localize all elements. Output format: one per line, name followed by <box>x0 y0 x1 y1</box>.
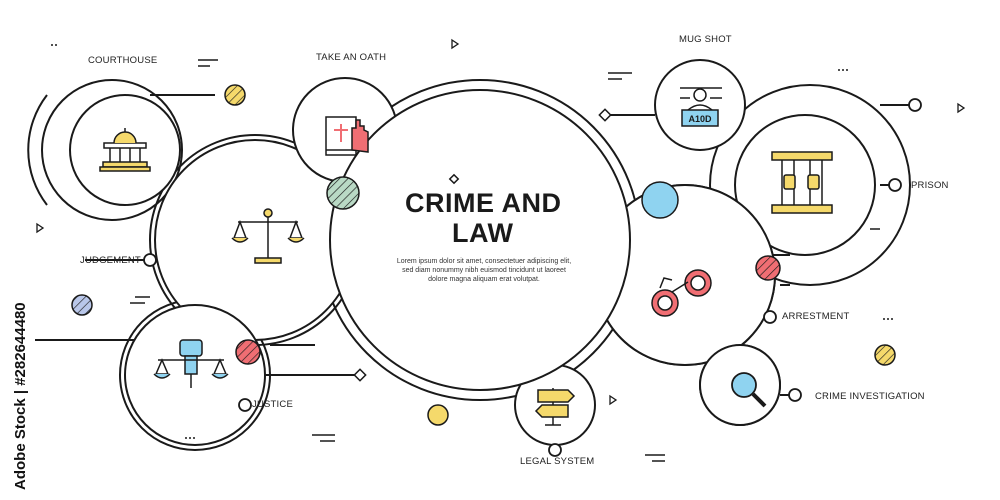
magnifier-icon <box>731 372 767 408</box>
handcuffs-icon <box>651 269 712 317</box>
mug-shot-label: MUG SHOT <box>679 34 732 45</box>
courthouse-icon <box>99 128 151 172</box>
crime-investigation-label: CRIME INVESTIGATION <box>815 391 925 402</box>
take-an-oath-label: TAKE AN OATH <box>316 52 387 63</box>
signpost-icon <box>534 388 576 426</box>
prison-bars-icon <box>771 151 833 214</box>
judgement-label: JUDGEMENT <box>80 255 141 266</box>
description-text: Lorem ipsum dolor sit amet, consectetuer… <box>396 258 572 283</box>
diamond-markers <box>353 108 612 382</box>
prison-label: PRISON <box>911 180 949 191</box>
title-line-2: LAW <box>452 218 514 248</box>
connector-nodes <box>143 98 922 457</box>
scales-icon <box>231 208 305 264</box>
stock-id-label: Adobe Stock | #282644480 <box>12 302 29 490</box>
arrestment-label: ARRESTMENT <box>782 311 850 322</box>
legal-system-label: LEGAL SYSTEM <box>520 456 595 467</box>
courthouse-label: COURTHOUSE <box>88 55 158 66</box>
raised-fist-scales-icon <box>153 339 229 388</box>
title-line-1: CRIME AND <box>405 188 562 218</box>
mugshot-icon <box>680 87 722 127</box>
justice-label: JUSTICE <box>252 399 293 410</box>
decorative-dashes <box>130 59 880 462</box>
mugshot-badge-text: A10D <box>688 114 712 124</box>
bible-oath-icon <box>325 116 369 156</box>
decorative-dots <box>51 44 893 439</box>
decorative-triangles <box>36 38 966 406</box>
accent-dots <box>71 84 896 426</box>
